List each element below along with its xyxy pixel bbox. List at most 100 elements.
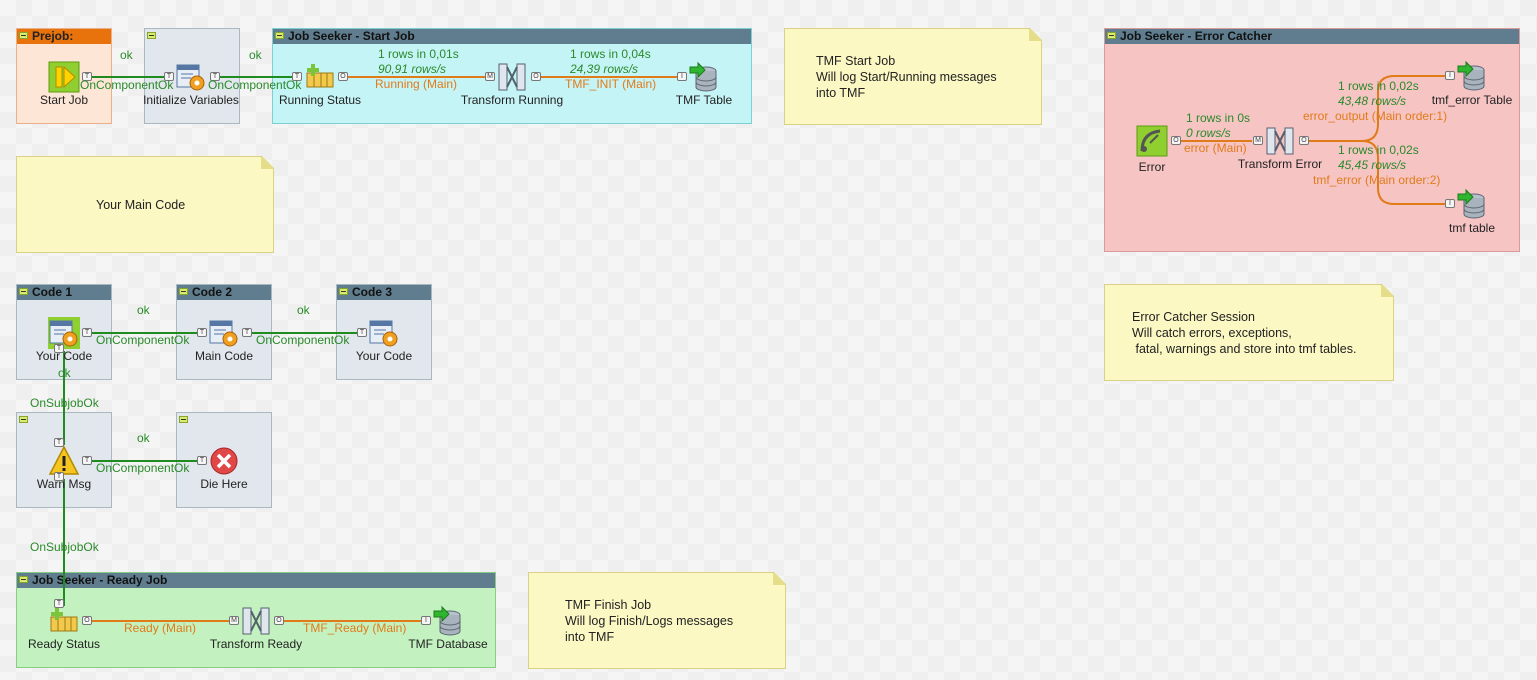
trigger-port[interactable]: T	[197, 456, 207, 465]
component-warn-msg[interactable]	[48, 445, 80, 477]
main-input-port[interactable]: M	[485, 72, 495, 81]
trigger-port[interactable]: T	[292, 72, 302, 81]
component-tmf-table-lower[interactable]	[1456, 188, 1488, 220]
component-tmf-table[interactable]	[688, 61, 720, 93]
component-label: Initialize Variables	[143, 93, 239, 107]
collapse-toggle-icon[interactable]	[339, 288, 348, 295]
link-label-error: error (Main)	[1184, 141, 1247, 155]
component-error[interactable]	[1136, 125, 1168, 157]
component-initialize-variables[interactable]	[175, 61, 207, 93]
collapse-toggle-icon[interactable]	[179, 288, 188, 295]
component-label: Start Job	[39, 93, 89, 107]
component-transform-ready[interactable]	[240, 605, 272, 637]
collapse-toggle-icon[interactable]	[179, 416, 188, 423]
component-running-status[interactable]	[304, 61, 336, 93]
component-label: Error	[1138, 160, 1166, 174]
link-ok-label: ok	[58, 366, 71, 380]
component-die-here[interactable]	[208, 445, 240, 477]
trigger-port[interactable]: T	[82, 456, 92, 465]
component-label: Running Status	[278, 93, 362, 107]
link-label-oncomponentok: OnComponentOk	[96, 333, 190, 347]
stat-rate: 0 rows/s	[1186, 126, 1231, 140]
trigger-port[interactable]: T	[197, 328, 207, 337]
component-tmf-database[interactable]	[432, 605, 464, 637]
trigger-port[interactable]: T	[54, 599, 64, 608]
component-tmf-error-table[interactable]	[1456, 60, 1488, 92]
input-port[interactable]: I	[421, 616, 431, 625]
link-ok-label: ok	[137, 431, 150, 445]
link-label-oncomponentok: OnComponentOk	[96, 461, 190, 475]
stat-rows: 1 rows in 0,02s	[1338, 143, 1419, 157]
collapse-toggle-icon[interactable]	[147, 32, 156, 39]
component-transform-error[interactable]	[1264, 125, 1296, 157]
fixed-flow-input-icon	[306, 64, 334, 88]
subjob-title: Prejob:	[17, 29, 111, 44]
output-port[interactable]: O	[1171, 136, 1181, 145]
component-label: tmf_error Table	[1431, 93, 1513, 107]
collapse-toggle-icon[interactable]	[19, 416, 28, 423]
link-label-running: Running (Main)	[375, 77, 458, 91]
output-port[interactable]: O	[82, 616, 92, 625]
collapse-toggle-icon[interactable]	[19, 288, 28, 295]
input-port[interactable]: I	[1445, 71, 1455, 80]
component-label: tmf table	[1448, 221, 1496, 235]
link-label-oncomponentok: OnComponentOk	[256, 333, 350, 347]
trigger-port[interactable]: T	[210, 72, 220, 81]
component-your-code-1[interactable]	[48, 317, 80, 349]
tmap-icon	[242, 607, 270, 635]
component-start-job[interactable]	[48, 61, 80, 93]
component-transform-running[interactable]	[496, 61, 528, 93]
main-input-port[interactable]: M	[1253, 136, 1263, 145]
collapse-toggle-icon[interactable]	[275, 32, 284, 39]
link-label-tmf-ready: TMF_Ready (Main)	[303, 621, 407, 635]
component-main-code[interactable]	[208, 317, 240, 349]
collapse-toggle-icon[interactable]	[19, 576, 28, 583]
component-label: TMF Table	[675, 93, 733, 107]
trigger-port[interactable]: T	[54, 472, 64, 481]
note-tmf-finish[interactable]: TMF Finish Job Will log Finish/Logs mess…	[528, 572, 786, 669]
fixed-flow-input-icon	[50, 608, 78, 632]
note-tmf-start[interactable]: TMF Start Job Will log Start/Running mes…	[784, 28, 1042, 125]
java-code-gear-icon	[369, 320, 398, 347]
output-port[interactable]: O	[1299, 136, 1309, 145]
stat-rows: 1 rows in 0,02s	[1338, 79, 1419, 93]
note-error-catcher[interactable]: Error Catcher Session Will catch errors,…	[1104, 284, 1394, 381]
note-main-code[interactable]: Your Main Code	[16, 156, 274, 253]
note-text: TMF Finish Job Will log Finish/Logs mess…	[565, 598, 734, 644]
collapse-toggle-icon[interactable]	[1107, 32, 1116, 39]
subjob-title: Job Seeker - Start Job	[273, 29, 751, 44]
output-port[interactable]: O	[338, 72, 348, 81]
note-fold	[1381, 285, 1393, 297]
input-port[interactable]: I	[677, 72, 687, 81]
main-input-port[interactable]: M	[229, 616, 239, 625]
trigger-port[interactable]: T	[54, 438, 64, 447]
tmap-icon	[1266, 127, 1294, 155]
component-label: Main Code	[194, 349, 254, 363]
stat-rate: 43,48 rows/s	[1338, 94, 1407, 108]
component-label: Transform Error	[1237, 157, 1323, 171]
component-ready-status[interactable]	[48, 605, 80, 637]
java-code-gear-icon	[176, 64, 205, 91]
trigger-port[interactable]: T	[82, 72, 92, 81]
output-port[interactable]: O	[274, 616, 284, 625]
trigger-port[interactable]: T	[357, 328, 367, 337]
collapse-toggle-icon[interactable]	[19, 32, 28, 39]
link-ok-label: ok	[137, 303, 150, 317]
note-fold	[261, 157, 273, 169]
subjob-title: Code 2	[177, 285, 271, 300]
subjob-title: Job Seeker - Ready Job	[17, 573, 495, 588]
link-ok-label: ok	[120, 48, 133, 62]
link-ok-label: ok	[297, 303, 310, 317]
output-port[interactable]: O	[531, 72, 541, 81]
link-label-onsubjobok: OnSubjobOk	[30, 396, 99, 410]
component-your-code-3[interactable]	[368, 317, 400, 349]
trigger-port[interactable]: T	[54, 344, 64, 353]
input-port[interactable]: I	[1445, 199, 1455, 208]
trigger-port[interactable]: T	[242, 328, 252, 337]
component-label: Warn Msg	[36, 477, 92, 491]
tmap-icon	[498, 63, 526, 91]
link-label-error-output: error_output (Main order:1)	[1303, 109, 1448, 123]
trigger-port[interactable]: T	[82, 328, 92, 337]
trigger-port[interactable]: T	[164, 72, 174, 81]
stat-rows: 1 rows in 0,04s	[570, 47, 651, 61]
